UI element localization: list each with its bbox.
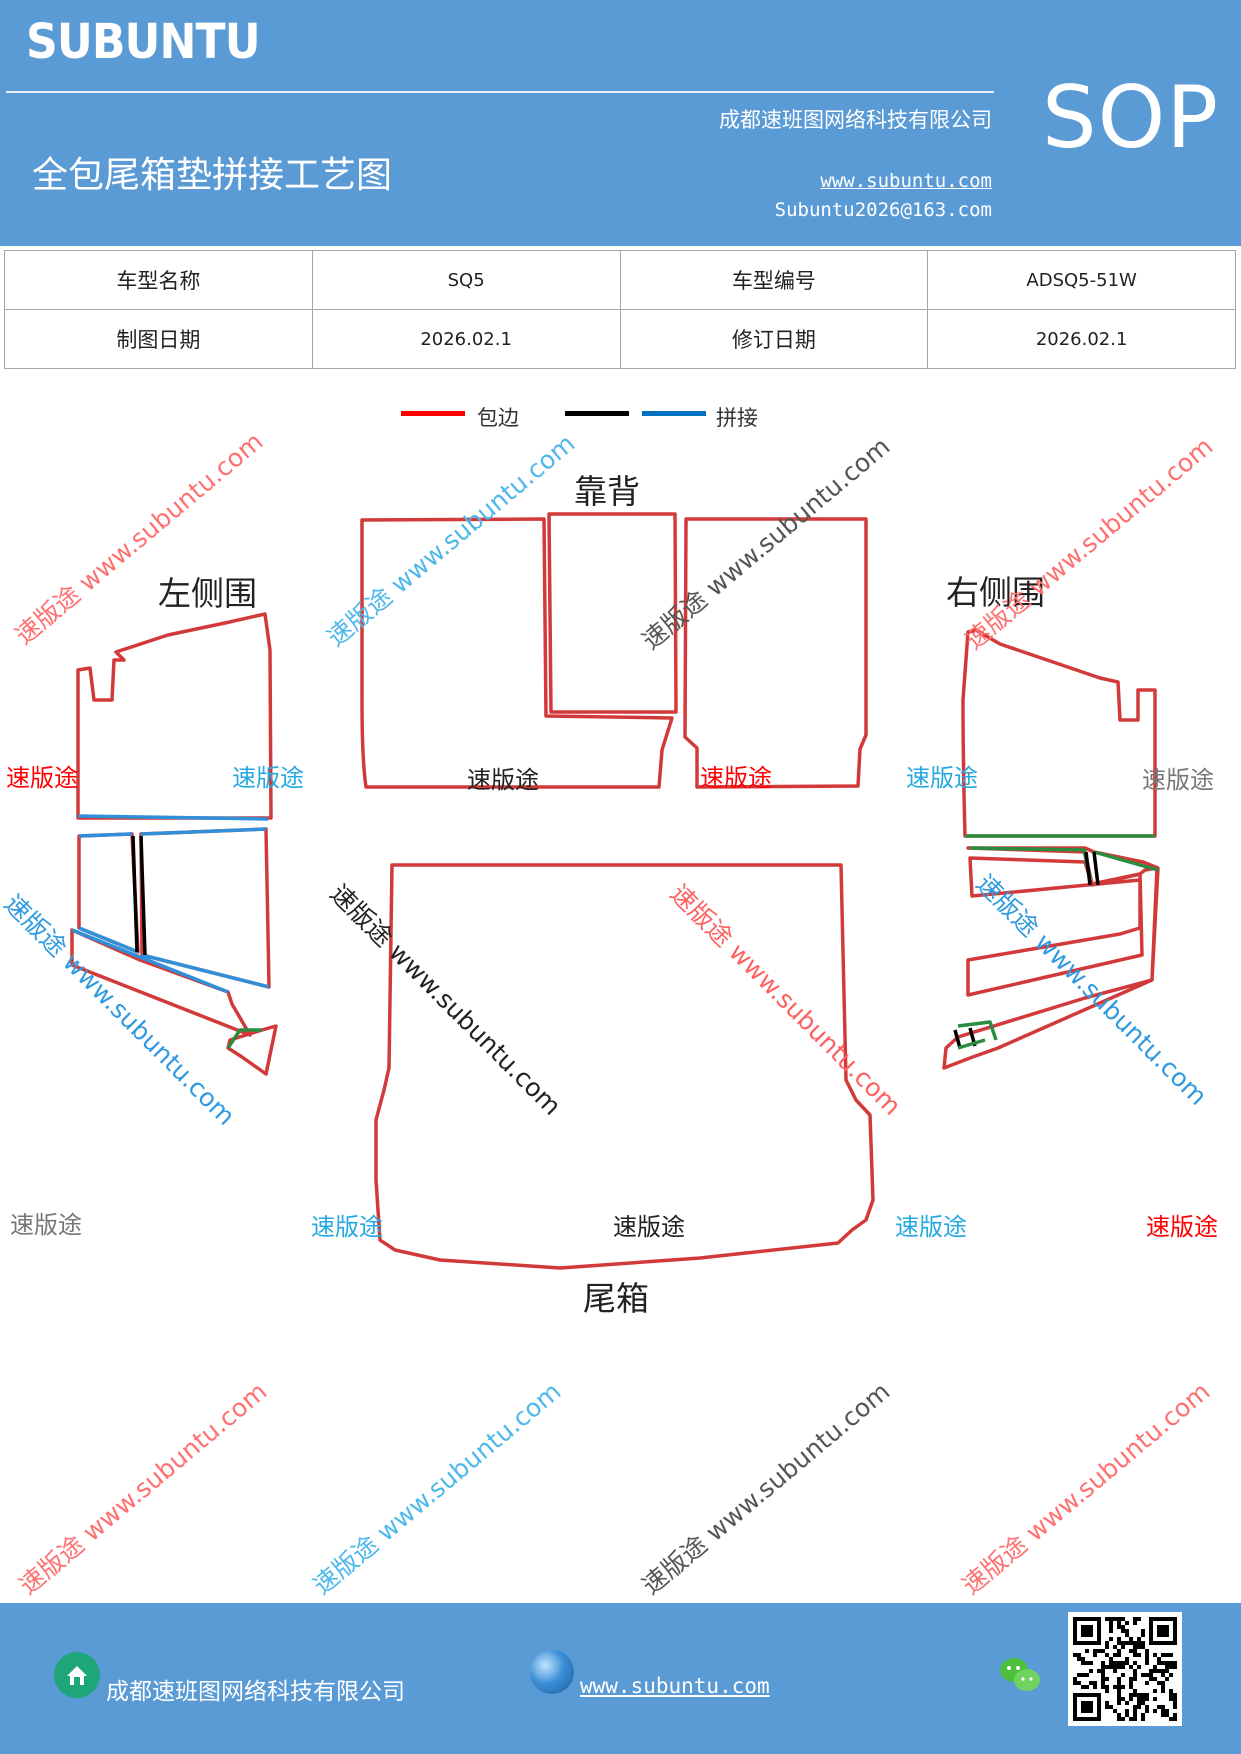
watermark-brand: 速版途 xyxy=(1142,766,1214,794)
brand-logo: SUBUNTU xyxy=(26,14,261,70)
right-side-label: 右侧围 xyxy=(946,573,1045,612)
watermark-brand: 速版途 xyxy=(906,764,978,792)
footer-website-link[interactable]: www.subuntu.com xyxy=(580,1674,770,1698)
left-side-join-top xyxy=(78,827,267,838)
left-side-black-seam xyxy=(131,835,147,956)
model-code-value: ADSQ5-51W xyxy=(927,250,1236,310)
wechat-icon[interactable] xyxy=(998,1655,1042,1695)
backrest-middle-piece xyxy=(547,512,678,714)
contact-email[interactable]: Subuntu2026@163.com xyxy=(774,199,992,221)
right-side-upper-piece xyxy=(961,628,1157,838)
backrest-left-piece xyxy=(360,517,674,789)
draw-date-label: 制图日期 xyxy=(4,309,313,369)
model-code-label: 车型编号 xyxy=(619,250,929,310)
website-link[interactable]: www.subuntu.com xyxy=(820,170,992,192)
company-name: 成都速班图网络科技有限公司 xyxy=(719,108,992,132)
left-side-label: 左侧围 xyxy=(158,574,257,613)
legend-black-swatch xyxy=(565,411,629,416)
table-row: 制图日期 2026.02.1 修订日期 2026.02.1 xyxy=(4,309,1236,369)
legend-edge-label: 包边 xyxy=(477,406,519,430)
watermark-brand: 速版途 xyxy=(6,764,78,792)
model-name-value: SQ5 xyxy=(311,250,621,310)
watermark-brand: 速版途 xyxy=(613,1213,685,1241)
header-banner xyxy=(0,0,1241,246)
left-side-upper-join xyxy=(77,814,269,821)
vehicle-info-table: 车型名称 SQ5 车型编号 ADSQ5-51W 制图日期 2026.02.1 修… xyxy=(4,250,1236,369)
legend-edge-swatch xyxy=(401,411,465,416)
trunk-piece xyxy=(374,863,875,1270)
home-icon xyxy=(54,1652,100,1698)
right-side-flap-green xyxy=(957,1020,998,1050)
table-row: 车型名称 SQ5 车型编号 ADSQ5-51W xyxy=(4,250,1236,310)
legend-join-label: 拼接 xyxy=(716,406,758,430)
left-side-lower-piece xyxy=(77,832,140,954)
backrest-right-piece xyxy=(683,517,868,789)
watermark-brand: 速版途 xyxy=(895,1213,967,1241)
draw-date-value: 2026.02.1 xyxy=(311,309,621,369)
watermark-brand: 速版途 xyxy=(700,764,772,792)
globe-icon xyxy=(530,1650,574,1694)
sop-badge: SOP xyxy=(1042,68,1220,168)
left-side-join-diag xyxy=(78,926,270,989)
watermark-brand: 速版途 xyxy=(311,1213,383,1241)
left-side-tail-piece xyxy=(70,928,252,1037)
watermark-brand: 速版途 xyxy=(232,764,304,792)
legend-join-swatch xyxy=(642,411,706,416)
right-side-black-seam xyxy=(953,851,1100,1049)
watermark-brand: 速版途 xyxy=(10,1211,82,1239)
model-name-label: 车型名称 xyxy=(4,250,313,310)
trunk-label: 尾箱 xyxy=(583,1279,649,1318)
watermark-brand: 速版途 xyxy=(467,766,539,794)
left-side-flap-green xyxy=(226,1028,262,1049)
backrest-label: 靠背 xyxy=(574,472,640,511)
left-side-upper-piece xyxy=(76,612,273,820)
footer-company: 成都速班图网络科技有限公司 xyxy=(106,1679,405,1705)
document-title: 全包尾箱垫拼接工艺图 xyxy=(32,155,393,196)
header-divider xyxy=(6,91,994,93)
revise-date-label: 修订日期 xyxy=(619,309,929,369)
legend: 包边 拼接 xyxy=(0,398,1241,438)
revise-date-value: 2026.02.1 xyxy=(927,309,1236,369)
qr-code[interactable] xyxy=(1068,1612,1182,1726)
left-side-flap xyxy=(226,1024,278,1076)
left-side-tail-join xyxy=(71,928,229,994)
watermark-brand: 速版途 xyxy=(1146,1213,1218,1241)
